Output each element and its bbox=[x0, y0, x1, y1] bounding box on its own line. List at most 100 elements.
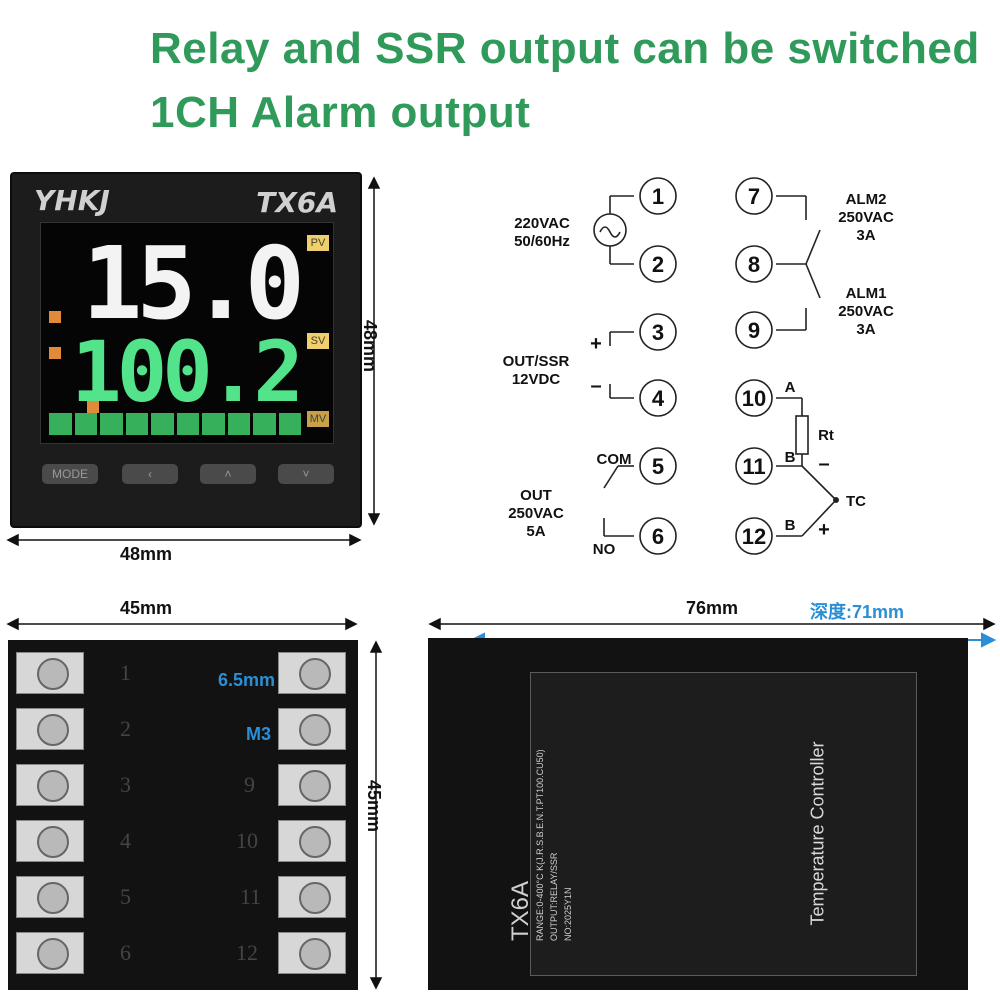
terminal-row: 6 12 bbox=[8, 928, 358, 977]
terminal-2: 2 bbox=[652, 252, 664, 277]
terminal-1: 1 bbox=[652, 184, 664, 209]
screw-terminal bbox=[16, 708, 84, 750]
out-ssr-label-1: OUT/SSR bbox=[503, 353, 570, 370]
front-height-label: 48mm bbox=[360, 320, 380, 373]
screw-terminal bbox=[16, 932, 84, 974]
terminal-8: 8 bbox=[748, 252, 760, 277]
side-length-label: 76mm bbox=[686, 598, 739, 618]
screw-terminal bbox=[16, 652, 84, 694]
terminal-11: 11 bbox=[742, 454, 765, 479]
row-number: 9 bbox=[244, 772, 255, 797]
alm2-label-3: 3A bbox=[856, 227, 875, 244]
wiring-diagram: 1 2 3 4 5 6 7 8 9 10 11 12 220VAC 50/60H… bbox=[503, 177, 894, 558]
screw-size-label: M3 bbox=[246, 724, 272, 744]
mv-bargraph bbox=[49, 413, 301, 435]
screw-terminal bbox=[16, 764, 84, 806]
alm1-label-3: 3A bbox=[856, 321, 875, 338]
panel-model: TX6A bbox=[256, 186, 338, 219]
screw-terminal bbox=[16, 876, 84, 918]
no-label: NO bbox=[593, 541, 616, 558]
screw-terminal bbox=[16, 820, 84, 862]
terminal-width-label: 45mm bbox=[120, 598, 173, 618]
terminal-6: 6 bbox=[652, 524, 664, 549]
terminal-row: 5 11 bbox=[8, 872, 358, 921]
mv-bar bbox=[49, 413, 72, 435]
headline-line-2: 1CH Alarm output bbox=[150, 88, 531, 137]
side-label-card: TX6A RANGE:0-400°C K(J.R.S.B.E.N.T.PT100… bbox=[507, 672, 917, 976]
row-number: 3 bbox=[120, 772, 131, 797]
b-label-12: B bbox=[785, 517, 796, 534]
alm2-label-2: 250VAC bbox=[838, 209, 894, 226]
shift-button[interactable]: ‹ bbox=[122, 464, 178, 484]
terminal-block: 1 2 3 9 4 10 5 11 6 12 bbox=[8, 640, 358, 990]
ssr-plus: + bbox=[590, 333, 602, 355]
terminal-4: 4 bbox=[652, 386, 665, 411]
terminal-height-label: 45mm bbox=[364, 780, 384, 833]
indicator-2 bbox=[49, 347, 61, 359]
out-label-3: 5A bbox=[526, 523, 545, 540]
depth-label: 深度:71mm bbox=[810, 602, 905, 622]
mv-bar bbox=[202, 413, 225, 435]
terminal-9: 9 bbox=[748, 318, 760, 343]
brand-logo: YHKJ bbox=[34, 184, 110, 217]
mv-bar bbox=[278, 413, 301, 435]
pv-tag: PV bbox=[307, 235, 329, 251]
out-ssr-label-2: 12VDC bbox=[512, 371, 561, 388]
power-label-1: 220VAC bbox=[514, 215, 570, 232]
row-number: 1 bbox=[120, 660, 131, 685]
mv-bar bbox=[125, 413, 148, 435]
down-button[interactable]: ˅ bbox=[278, 464, 334, 484]
out-label-1: OUT bbox=[520, 487, 552, 504]
side-range: RANGE:0-400°C K(J.R.S.B.E.N.T.PT100.CU50… bbox=[535, 749, 545, 941]
row-number: 11 bbox=[240, 884, 262, 909]
screw-terminal bbox=[278, 876, 346, 918]
rt-label: Rt bbox=[818, 427, 834, 444]
pv-value: 15.0 bbox=[82, 225, 305, 342]
up-button[interactable]: ˄ bbox=[200, 464, 256, 484]
side-model: TX6A bbox=[507, 880, 534, 941]
row-number: 6 bbox=[120, 940, 131, 965]
a-label: A bbox=[785, 379, 796, 396]
com-label: COM bbox=[597, 451, 632, 468]
mv-bar bbox=[74, 413, 97, 435]
terminal-row: 4 10 bbox=[8, 816, 358, 865]
b-label-11: B bbox=[785, 449, 796, 466]
side-title: Temperature Controller bbox=[807, 741, 828, 926]
indicator-3 bbox=[87, 401, 99, 413]
mv-bar bbox=[100, 413, 123, 435]
row-number: 4 bbox=[120, 828, 131, 853]
terminal-12: 12 bbox=[742, 524, 766, 549]
terminal-3: 3 bbox=[652, 320, 664, 345]
tc-plus: + bbox=[818, 519, 830, 541]
front-panel: YHKJ TX6A 15.0 100.2 PV SV MV MODE ‹ ˄ ˅ bbox=[10, 172, 362, 528]
mv-bar bbox=[176, 413, 199, 435]
display-screen: 15.0 100.2 PV SV MV bbox=[40, 222, 334, 444]
terminal-5: 5 bbox=[652, 454, 664, 479]
alm2-label-1: ALM2 bbox=[846, 191, 887, 208]
tc-minus: – bbox=[818, 453, 829, 475]
row-number: 10 bbox=[236, 828, 258, 853]
indicator-1 bbox=[49, 311, 61, 323]
headline-line-1: Relay and SSR output can be switched bbox=[150, 24, 980, 73]
screw-terminal bbox=[278, 708, 346, 750]
mode-button[interactable]: MODE bbox=[42, 464, 98, 484]
ssr-minus: – bbox=[590, 375, 601, 397]
side-output: OUTPUT:RELAY/SSR bbox=[549, 852, 559, 941]
terminal-row: 1 bbox=[8, 648, 358, 697]
terminal-row: 3 9 bbox=[8, 760, 358, 809]
sv-tag: SV bbox=[307, 333, 329, 349]
screw-terminal bbox=[278, 932, 346, 974]
row-number: 12 bbox=[236, 940, 258, 965]
terminal-10: 10 bbox=[742, 386, 766, 411]
out-label-2: 250VAC bbox=[508, 505, 564, 522]
screw-terminal bbox=[278, 652, 346, 694]
side-serial: NO:2025Y1N bbox=[563, 887, 573, 941]
screw-terminal bbox=[278, 764, 346, 806]
mv-bar bbox=[151, 413, 174, 435]
sv-value: 100.2 bbox=[71, 323, 304, 421]
mv-tag: MV bbox=[307, 411, 329, 427]
screw-terminal bbox=[278, 820, 346, 862]
mv-bar bbox=[253, 413, 276, 435]
row-number: 5 bbox=[120, 884, 131, 909]
front-width-label: 48mm bbox=[120, 544, 173, 564]
